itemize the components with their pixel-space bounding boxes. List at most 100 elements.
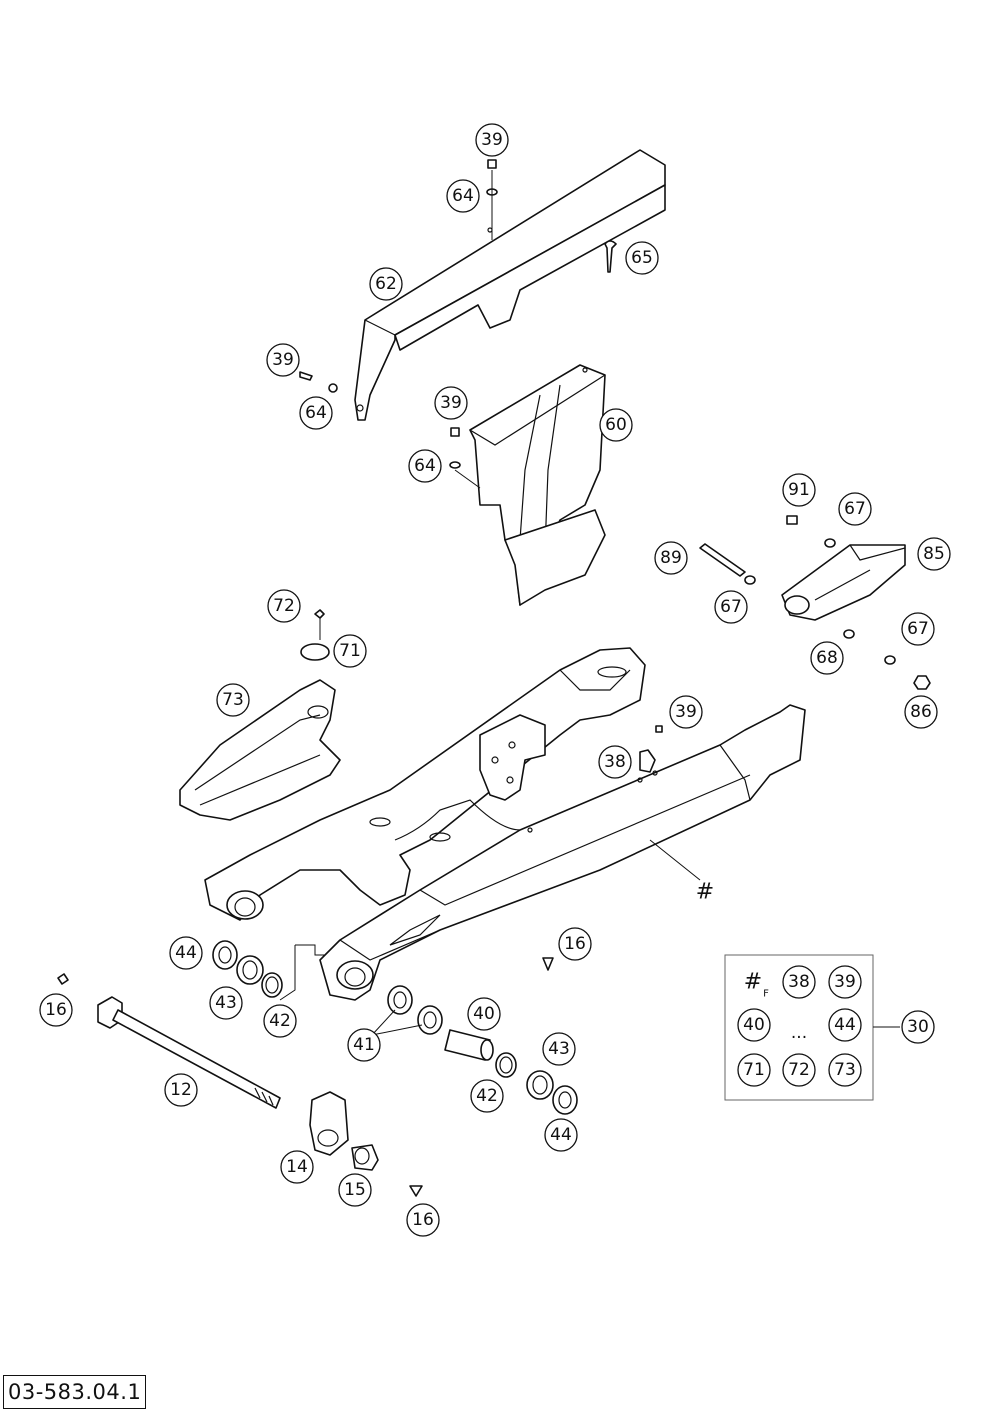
pivot-parts-right bbox=[371, 957, 578, 1115]
callout-circle bbox=[838, 492, 872, 526]
callout-label: 60 bbox=[605, 415, 627, 435]
callout-circle bbox=[669, 695, 703, 729]
callout-73: 73 bbox=[216, 683, 250, 717]
callout-16: 16 bbox=[39, 993, 73, 1027]
callout-67: 67 bbox=[714, 590, 748, 624]
callout-label: 40 bbox=[473, 1004, 495, 1024]
callout-39: 39 bbox=[669, 695, 703, 729]
callout-40: 40 bbox=[467, 997, 501, 1031]
kit-item-label: 40 bbox=[743, 1015, 765, 1035]
callout-label: 39 bbox=[440, 393, 462, 413]
callout-15: 15 bbox=[338, 1173, 372, 1207]
callout-86: 86 bbox=[904, 695, 938, 729]
callout-circle bbox=[470, 1079, 504, 1113]
callout-68: 68 bbox=[810, 641, 844, 675]
callout-circle bbox=[782, 473, 816, 507]
callout-circle bbox=[434, 386, 468, 420]
callout-85: 85 bbox=[917, 537, 951, 571]
callout-circle bbox=[266, 343, 300, 377]
callout-label: 89 bbox=[660, 548, 682, 568]
callout-circle bbox=[782, 1053, 816, 1087]
callout-72: 72 bbox=[267, 589, 301, 623]
callout-label: 73 bbox=[222, 690, 244, 710]
callout-circle bbox=[333, 634, 367, 668]
callout-41: 41 bbox=[347, 1028, 381, 1062]
callout-circle bbox=[347, 1028, 381, 1062]
callout-label: 67 bbox=[844, 499, 866, 519]
callout-65: 65 bbox=[625, 241, 659, 275]
callout-label: 65 bbox=[631, 248, 653, 268]
callout-label: 72 bbox=[273, 596, 295, 616]
screw-parts-guard bbox=[449, 427, 481, 489]
chain-guard-upper-part bbox=[354, 149, 666, 421]
callout-39: 39 bbox=[434, 386, 468, 420]
callout-64: 64 bbox=[446, 179, 480, 213]
callout-16: 16 bbox=[558, 927, 592, 961]
callout-label: 42 bbox=[269, 1011, 291, 1031]
kit-item-5: 71 bbox=[737, 1053, 771, 1087]
callout-12: 12 bbox=[164, 1073, 198, 1107]
callout-circle bbox=[737, 1053, 771, 1087]
callout-label: 68 bbox=[816, 648, 838, 668]
callout-label: 41 bbox=[353, 1035, 375, 1055]
callout-circle bbox=[917, 537, 951, 571]
callout-label: 16 bbox=[412, 1210, 434, 1230]
kit-number: 30 bbox=[907, 1017, 929, 1037]
kit-item-4: 44 bbox=[828, 1008, 862, 1042]
callout-67: 67 bbox=[838, 492, 872, 526]
callout-circle bbox=[263, 1004, 297, 1038]
callout-label: 16 bbox=[45, 1000, 67, 1020]
callout-label: 64 bbox=[452, 186, 474, 206]
callout-60: 60 bbox=[599, 408, 633, 442]
callout-circle bbox=[625, 241, 659, 275]
callout-circle bbox=[406, 1203, 440, 1237]
callout-label: 64 bbox=[305, 403, 327, 423]
callout-label: 44 bbox=[550, 1125, 572, 1145]
callout-44: 44 bbox=[544, 1118, 578, 1152]
callout-label: 44 bbox=[175, 943, 197, 963]
callout-circle bbox=[164, 1073, 198, 1107]
callout-circle bbox=[267, 589, 301, 623]
callout-circle bbox=[369, 267, 403, 301]
callout-43: 43 bbox=[209, 986, 243, 1020]
callout-39: 39 bbox=[475, 123, 509, 157]
callout-label: 39 bbox=[272, 350, 294, 370]
callout-circle bbox=[408, 449, 442, 483]
callout-label: 12 bbox=[170, 1080, 192, 1100]
callout-89: 89 bbox=[654, 541, 688, 575]
callout-circle bbox=[599, 408, 633, 442]
swingarm-part bbox=[204, 647, 806, 1001]
callout-circle bbox=[169, 936, 203, 970]
callout-64: 64 bbox=[299, 396, 333, 430]
callout-label: 85 bbox=[923, 544, 945, 564]
callout-circle bbox=[446, 179, 480, 213]
lower-small-parts bbox=[309, 725, 663, 1197]
kit-box bbox=[724, 954, 900, 1101]
callout-circle bbox=[654, 541, 688, 575]
callout-circle bbox=[828, 1008, 862, 1042]
callout-38: 38 bbox=[598, 745, 632, 779]
kit-item-3: ... bbox=[791, 1023, 807, 1043]
callout-circle bbox=[542, 1032, 576, 1066]
kit-item-1: 39 bbox=[828, 965, 862, 999]
kit-item-7: 73 bbox=[828, 1053, 862, 1087]
pivot-parts-left bbox=[57, 940, 325, 1001]
callout-circle bbox=[216, 683, 250, 717]
callout-label: 86 bbox=[910, 702, 932, 722]
kit-item-label: 72 bbox=[788, 1060, 810, 1080]
chain-guide-slider-part bbox=[179, 609, 341, 821]
callout-circle bbox=[475, 123, 509, 157]
callout-42: 42 bbox=[263, 1004, 297, 1038]
kit-item-label: 39 bbox=[834, 972, 856, 992]
callout-circle bbox=[209, 986, 243, 1020]
kit-hash-sub: F bbox=[763, 989, 769, 1000]
callout-67: 67 bbox=[901, 612, 935, 646]
callout-circle bbox=[737, 1008, 771, 1042]
callout-label: 67 bbox=[907, 619, 929, 639]
screw-parts-top bbox=[299, 159, 617, 393]
chain-guard-lower-part bbox=[469, 364, 606, 606]
callout-label: 42 bbox=[476, 1086, 498, 1106]
callout-circle bbox=[280, 1150, 314, 1184]
